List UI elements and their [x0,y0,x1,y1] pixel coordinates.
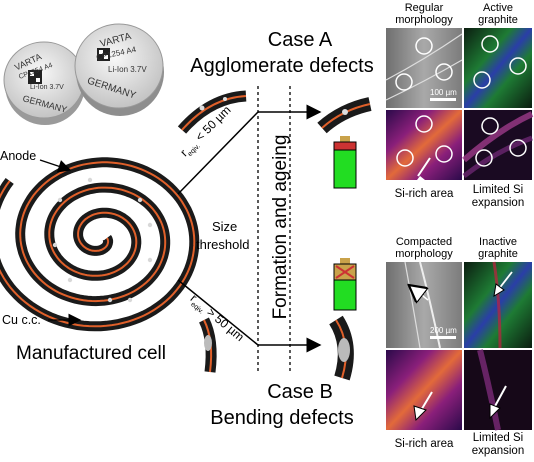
defect-particle [147,222,153,228]
panel-top-graphite [464,28,532,108]
scale-label-bottom: 200 µm [430,326,457,335]
defect-particle [87,177,93,183]
scale-bar-top [430,98,456,101]
segment-a-before [177,90,247,134]
spiral-cell [0,157,200,332]
defect-particle [52,242,58,248]
threshold-line2: threshold [196,237,250,252]
coin-right-chem: Li-Ion 3.7V [108,65,147,74]
defect-particle [67,277,73,283]
case-a-title: Case A [267,29,333,51]
panel-bottom-graphite [464,261,532,349]
scale-bar-bottom [430,336,456,339]
coin-cell-left [3,41,85,125]
panel-top-si-expansion [462,110,534,180]
coin-cell-right [74,23,164,116]
scale-label-top: 100 µm [430,88,457,97]
panel-bottom-si-expansion [464,349,532,431]
panel-top-si-heatmap [386,110,462,184]
case-b-title: Case B [267,381,333,403]
battery-degraded-icon [333,258,357,311]
branch-up-line [177,111,259,195]
coin-left-chem: Li-Ion 3.7V [30,84,64,91]
cu-cc-label: Cu c.c. [2,313,41,327]
panel-bottom-si-heatmap [386,350,462,430]
defect-particle [127,297,133,303]
defect-particle [57,197,63,203]
case-a-subtitle: Agglomerate defects [190,55,374,77]
branch-down-line [177,279,259,346]
panel-top-caption-left: Si-rich area [394,188,454,200]
segment-b-before [198,317,217,373]
segment-a-after [317,97,372,134]
threshold-line1: Size [212,219,238,234]
panel-bottom-caption-left: Si-rich area [394,438,454,450]
process-label: Formation and ageing [270,134,291,320]
defect-particle [107,297,113,303]
case-b-subtitle: Bending defects [210,407,354,429]
anode-pointer [39,159,72,173]
manufactured-cell-title: Manufactured cell [16,343,166,364]
defect-particle [137,197,143,203]
battery-healthy-icon [333,136,357,189]
defect-particle [147,257,153,263]
panel-top-sem [385,28,463,108]
segment-b-after [329,315,354,381]
anode-label: Anode [0,149,37,163]
panel-bottom-sem [386,261,462,349]
